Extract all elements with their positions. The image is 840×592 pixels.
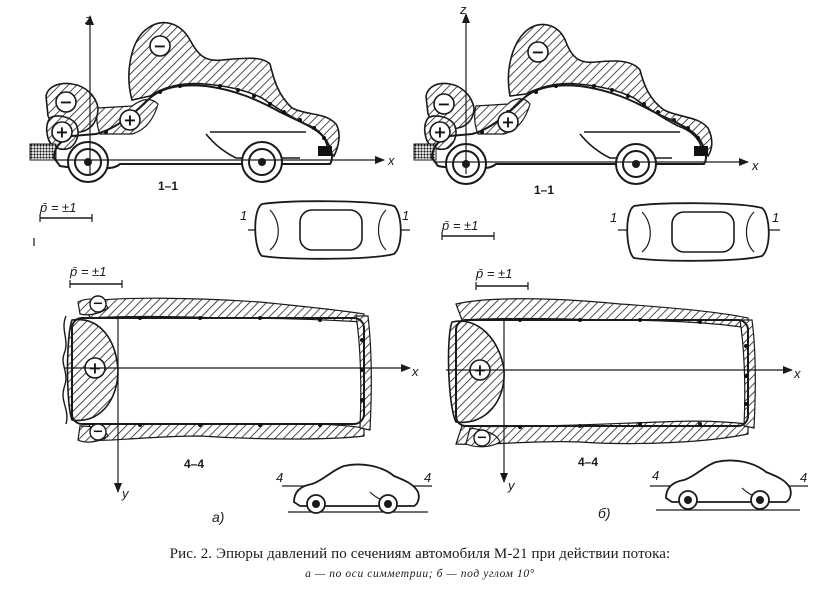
- rear-bumper: [318, 146, 332, 156]
- plan-section-diagram: − − + x y: [62, 295, 419, 501]
- minus-sign-plan-top: −: [93, 297, 104, 312]
- scale-bar-upper: p̄ = ±1: [441, 218, 495, 240]
- scale-label-lower: p̄ = ±1: [475, 266, 512, 281]
- scale-label-upper: p̄ = ±1: [441, 218, 478, 233]
- minus-sign-roof: −: [153, 37, 166, 56]
- z-axis-label: z: [459, 2, 467, 17]
- scale-label-upper: p̄ = ±1: [39, 200, 76, 215]
- plan-view-thumbnail: 1 1: [610, 202, 780, 262]
- plan-section-diagram: − + x y: [446, 298, 801, 493]
- plus-sign-underbody: +: [123, 111, 136, 130]
- panel-a: − − + + z x 1–1 p̄ = ±1: [29, 12, 432, 525]
- scale-bar-lower: p̄ = ±1: [475, 266, 529, 290]
- roof-pressure-lobe: [128, 21, 340, 158]
- minus-sign-roof: −: [531, 43, 544, 62]
- panel-letter-a: а): [212, 509, 224, 525]
- plus-sign-front: +: [55, 123, 68, 142]
- plan-y-axis-label: y: [121, 486, 130, 501]
- plus-sign-underbody: +: [501, 113, 514, 132]
- section-label-1-1: 1–1: [534, 183, 554, 197]
- plan-view-thumbnail: 1 1: [240, 200, 410, 260]
- scale-label-lower: p̄ = ±1: [69, 264, 106, 279]
- side-view-thumbnail: 4 4: [276, 463, 432, 514]
- side-cut-label-left: 4: [276, 470, 283, 485]
- figure-caption-title: Рис. 2. Эпюры давлений по сечениям автом…: [169, 546, 671, 562]
- plan-x-axis-label: x: [793, 366, 801, 381]
- figure-caption-subtitle: а — по оси симметрии; б — под углом 10°: [305, 568, 535, 580]
- section-label-4-4: 4–4: [578, 455, 598, 469]
- section-label-1-1: 1–1: [158, 179, 178, 193]
- side-view-thumbnail: 4 4: [650, 459, 808, 511]
- side-section-diagram: − − + + z x: [413, 2, 759, 185]
- plan-cut-label-right: 1: [402, 208, 409, 223]
- minus-sign-nose: −: [437, 95, 450, 114]
- rear-wheel: [241, 141, 283, 183]
- section-label-4-4: 4–4: [184, 457, 204, 471]
- minus-sign-nose: −: [59, 93, 72, 112]
- panel-letter-b: б): [598, 505, 611, 521]
- side-cut-label-right: 4: [424, 470, 431, 485]
- panel-b: − − + + z x 1–1 p̄ = ±1 1 1: [413, 2, 808, 521]
- side-cut-label-right: 4: [800, 470, 807, 485]
- plan-cut-label-left: 1: [240, 208, 247, 223]
- car-door-line: [205, 133, 300, 159]
- plan-y-axis-label: y: [507, 478, 516, 493]
- x-axis-label: x: [387, 153, 395, 168]
- plan-cut-label-right: 1: [772, 210, 779, 225]
- front-wheel: [67, 141, 109, 183]
- plan-x-axis-label: x: [411, 364, 419, 379]
- x-axis-label: x: [751, 158, 759, 173]
- plus-sign-front: +: [433, 123, 446, 142]
- scale-bar-upper: p̄ = ±1: [39, 200, 93, 222]
- minus-sign-plan-bottom: −: [477, 431, 488, 446]
- side-cut-label-left: 4: [652, 468, 659, 483]
- z-axis-label: z: [84, 12, 92, 27]
- grille-hatch: [29, 143, 57, 161]
- minus-sign-plan-bottom: −: [93, 425, 104, 440]
- plan-cut-label-left: 1: [610, 210, 617, 225]
- scale-bar-lower: p̄ = ±1: [69, 264, 123, 288]
- side-section-diagram: − − + + z x: [29, 12, 395, 183]
